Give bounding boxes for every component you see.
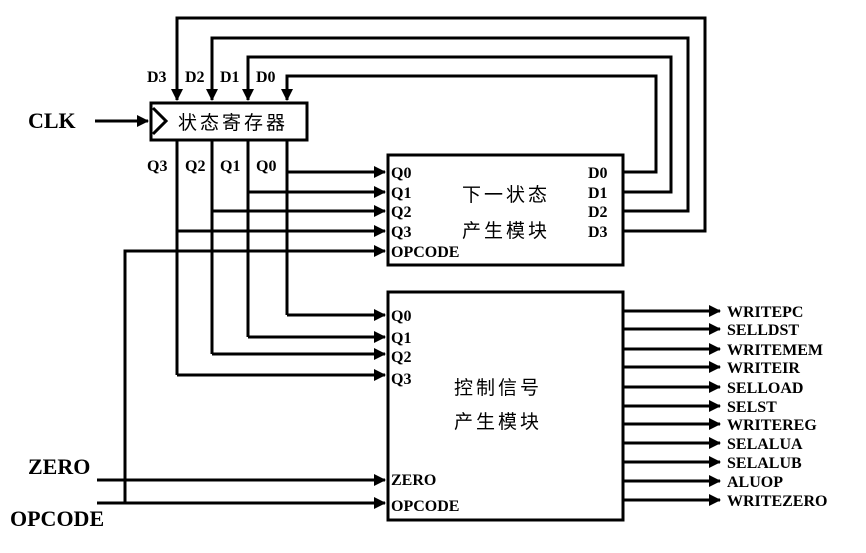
ctrl-in-q0: Q0 xyxy=(391,308,411,325)
output-label-writereg: WRITEREG xyxy=(727,417,817,434)
output-label-writepc: WRITEPC xyxy=(727,304,803,321)
q1-label: Q1 xyxy=(220,158,240,175)
output-label-selst: SELST xyxy=(727,399,777,416)
d2-label: D2 xyxy=(185,69,205,86)
control-title-1: 控制信号 xyxy=(454,377,542,399)
next-in-q1: Q1 xyxy=(391,185,411,202)
wire-d2-feedback xyxy=(206,36,690,213)
ctrl-in-q1: Q1 xyxy=(391,330,411,347)
next-in-q0: Q0 xyxy=(391,165,411,182)
ctrl-in-opcode: OPCODE xyxy=(391,498,459,515)
next-out-d3: D3 xyxy=(588,224,608,241)
output-label-aluop: ALUOP xyxy=(727,474,783,491)
ctrl-in-zero: ZERO xyxy=(391,472,436,489)
next-in-q2: Q2 xyxy=(391,204,411,221)
next-out-d1: D1 xyxy=(588,185,608,202)
ctrl-in-q3: Q3 xyxy=(391,371,411,388)
next-out-d2: D2 xyxy=(588,204,608,221)
q3-label: Q3 xyxy=(147,158,167,175)
output-label-selalua: SELALUA xyxy=(727,436,803,453)
wire-d0-feedback xyxy=(281,74,658,174)
wire-opcode-next xyxy=(123,245,386,503)
q0-label: Q0 xyxy=(256,158,276,175)
next-in-q3: Q3 xyxy=(391,224,411,241)
output-label-selalub: SELALUB xyxy=(727,455,802,472)
output-label-writemem: WRITEMEM xyxy=(727,342,823,359)
q2-label: Q2 xyxy=(185,158,205,175)
state-register-title: 状态寄存器 xyxy=(178,112,288,134)
output-label-selldst: SELLDST xyxy=(727,322,799,339)
wire-d3-feedback xyxy=(171,16,707,233)
next-out-d0: D0 xyxy=(588,165,608,182)
d0-label: D0 xyxy=(256,69,276,86)
wire-d1-feedback xyxy=(242,55,673,194)
state-register-box xyxy=(149,101,309,142)
zero-label: ZERO xyxy=(28,454,90,479)
opcode-label: OPCODE xyxy=(10,506,104,531)
d1-label: D1 xyxy=(220,69,240,86)
output-label-writezero: WRITEZERO xyxy=(727,493,827,510)
next-state-module-box xyxy=(386,153,625,267)
clock-triangle-icon xyxy=(151,106,169,136)
control-title-2: 产生模块 xyxy=(454,411,542,433)
d3-label: D3 xyxy=(147,69,167,86)
output-label-selload: SELLOAD xyxy=(727,380,803,397)
output-label-writeir: WRITEIR xyxy=(727,360,800,377)
ctrl-in-q2: Q2 xyxy=(391,349,411,366)
control-module-box xyxy=(386,290,625,522)
clk-label: CLK xyxy=(28,108,76,133)
next-state-title-2: 产生模块 xyxy=(462,220,550,242)
next-in-opcode: OPCODE xyxy=(391,244,459,261)
next-state-title-1: 下一状态 xyxy=(462,184,550,206)
